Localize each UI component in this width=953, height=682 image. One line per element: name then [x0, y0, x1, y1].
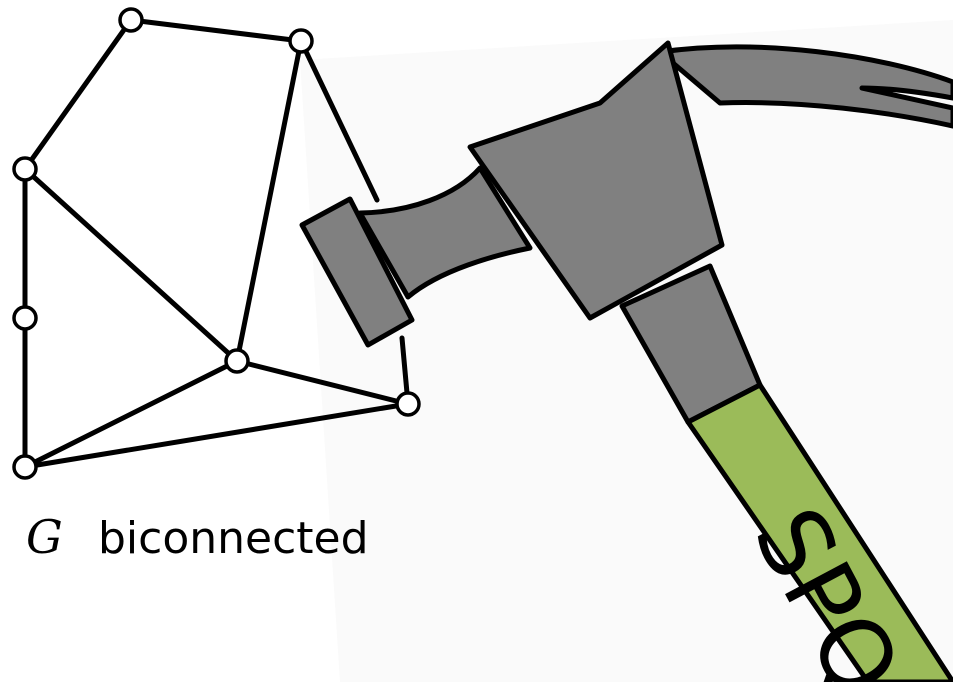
caption-text: biconnected — [98, 513, 369, 564]
graph-vertex — [226, 350, 248, 372]
graph-vertex — [120, 9, 142, 31]
graph-vertex — [397, 393, 419, 415]
caption-variable: G — [26, 510, 63, 564]
graph-vertex — [14, 456, 36, 478]
graph-edge — [131, 20, 301, 41]
graph-edge — [237, 41, 301, 361]
graph-vertex — [14, 158, 36, 180]
graph-caption: G biconnected — [26, 510, 369, 564]
graph-edge — [25, 20, 131, 169]
graph-vertex — [290, 30, 312, 52]
graph-edge — [25, 169, 237, 361]
graph-vertex — [14, 307, 36, 329]
